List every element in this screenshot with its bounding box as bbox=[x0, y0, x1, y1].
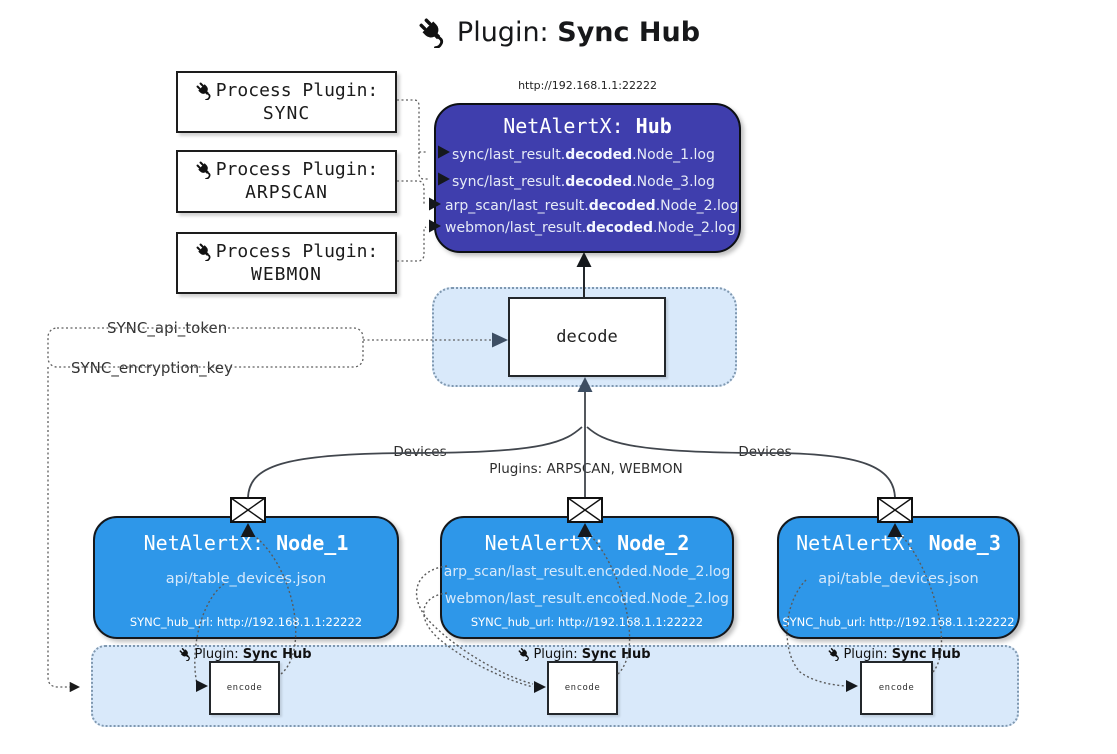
encode-box-node1: encode bbox=[209, 661, 280, 715]
process-plugin-box-sync: Process Plugin: SYNC bbox=[176, 71, 397, 133]
process-plugin-label: Process Plugin: bbox=[178, 241, 395, 263]
page-title: Plugin: Sync Hub bbox=[0, 14, 1117, 51]
node-hub-url: SYNC_hub_url: http://192.168.1.1:22222 bbox=[782, 615, 1015, 629]
hub-file-line: sync/last_result.decoded.Node_3.log bbox=[452, 174, 715, 190]
plugin-to-hub-paths bbox=[397, 99, 428, 262]
decode-to-hub-arrowhead bbox=[576, 252, 592, 267]
plug-icon bbox=[826, 646, 842, 662]
hub-title: NetAlertX: Hub bbox=[503, 114, 672, 138]
process-plugin-label: Process Plugin: bbox=[178, 80, 395, 102]
devices-edge-label-right: Devices bbox=[734, 444, 796, 460]
encode-box-node2: encode bbox=[547, 661, 618, 715]
strip-plugin-label-node2: Plugin: Sync Hub bbox=[516, 646, 651, 662]
hub-file-line: arp_scan/last_result.decoded.Node_2.log bbox=[445, 198, 739, 214]
node-file-line: arp_scan/last_result.encoded.Node_2.log bbox=[443, 564, 731, 580]
plug-icon bbox=[516, 646, 532, 662]
process-plugin-box-arpscan: Process Plugin: ARPSCAN bbox=[176, 150, 397, 213]
plug-icon bbox=[177, 646, 193, 662]
node-title: NetAlertX: Node_3 bbox=[796, 531, 1001, 555]
strip-plugin-label-node1: Plugin: Sync Hub bbox=[177, 646, 312, 662]
hub-file-line: webmon/last_result.decoded.Node_2.log bbox=[445, 220, 736, 236]
node-box-node3: NetAlertX: Node_3 api/table_devices.json… bbox=[777, 516, 1020, 639]
node-title: NetAlertX: Node_2 bbox=[484, 531, 690, 555]
node-hub-url: SYNC_hub_url: http://192.168.1.1:22222 bbox=[470, 615, 704, 629]
process-plugin-name: SYNC bbox=[262, 103, 311, 124]
plugins-edge-label-center: Plugins: ARPSCAN, WEBMON bbox=[485, 461, 687, 477]
sync-api-token-label: SYNC_api_token bbox=[104, 319, 231, 337]
node-title: NetAlertX: Node_1 bbox=[143, 531, 349, 555]
strip-plugin-label-node3: Plugin: Sync Hub bbox=[826, 646, 961, 662]
process-plugin-name: ARPSCAN bbox=[245, 182, 328, 203]
node-file-line: api/table_devices.json bbox=[165, 571, 327, 587]
node-file-line: webmon/last_result.encoded.Node_2.log bbox=[445, 591, 729, 607]
hub-file-line: sync/last_result.decoded.Node_1.log bbox=[452, 147, 715, 163]
page-title-name: Sync Hub bbox=[557, 17, 701, 48]
encode-box-node3: encode bbox=[860, 661, 933, 715]
plug-icon bbox=[193, 159, 215, 181]
process-plugin-label: Process Plugin: bbox=[178, 159, 395, 181]
node-hub-url: SYNC_hub_url: http://192.168.1.1:22222 bbox=[129, 615, 363, 629]
node-file-line: api/table_devices.json bbox=[818, 571, 979, 587]
hub-box: sync/last_result.decoded.Node_1.log sync… bbox=[434, 103, 741, 253]
plug-icon bbox=[193, 241, 215, 263]
sync-encryption-key-label: SYNC_encryption_key bbox=[68, 359, 236, 377]
node-box-node2: NetAlertX: Node_2 arp_scan/last_result.e… bbox=[440, 516, 734, 639]
process-plugin-name: WEBMON bbox=[250, 264, 323, 285]
decode-box: decode bbox=[508, 297, 666, 377]
devices-edge-label-left: Devices bbox=[389, 444, 451, 460]
plug-icon bbox=[193, 80, 215, 102]
plug-icon bbox=[414, 14, 450, 51]
process-plugin-box-webmon: Process Plugin: WEBMON bbox=[176, 232, 397, 294]
page-title-prefix: Plugin: bbox=[456, 17, 549, 48]
node-to-decode-curves bbox=[247, 389, 896, 499]
hub-url-label: http://192.168.1.1:22222 bbox=[518, 79, 657, 92]
node-box-node1: NetAlertX: Node_1 api/table_devices.json… bbox=[93, 516, 399, 639]
